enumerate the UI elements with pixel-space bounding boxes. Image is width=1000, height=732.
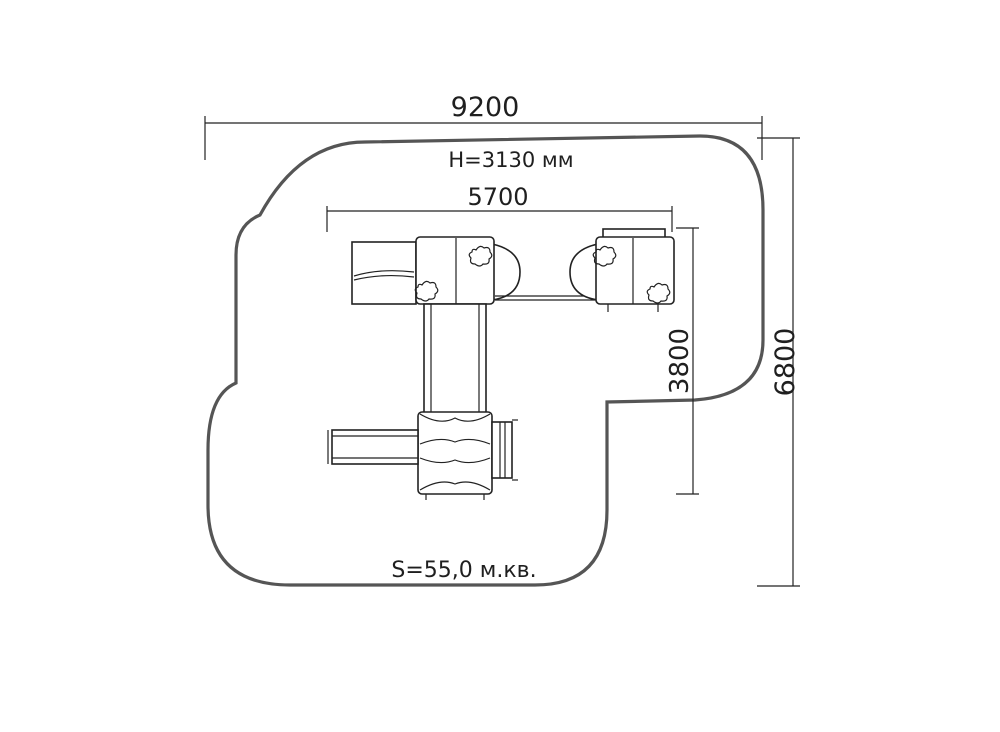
dimension-overall-depth: 6800 — [757, 137, 801, 587]
top-bridge — [495, 295, 598, 301]
top-right-tower — [569, 228, 675, 312]
overall-depth-label: 6800 — [770, 328, 801, 397]
inner-width-label: 5700 — [467, 183, 528, 211]
dimension-inner-width: 5700 — [326, 183, 673, 232]
leaf-icon — [414, 280, 439, 302]
height-label: H=3130 мм — [448, 148, 573, 172]
safety-zone-outline — [206, 134, 765, 587]
dimension-overall-width: 9200 — [204, 92, 763, 160]
bottom-left-slide — [327, 429, 419, 465]
leaf-icon — [646, 282, 671, 304]
area-label: S=55,0 м.кв. — [391, 558, 536, 583]
leaf-icon — [468, 245, 493, 267]
leaf-icon — [592, 245, 617, 267]
ladder — [491, 419, 518, 481]
dimension-inner-depth: 3800 — [665, 227, 699, 495]
inner-depth-label: 3800 — [665, 328, 695, 394]
top-left-slide — [351, 241, 417, 305]
overall-width-label: 9200 — [451, 92, 520, 123]
top-left-tower — [414, 236, 521, 305]
vertical-bridge — [423, 303, 487, 415]
bottom-tower — [417, 411, 493, 500]
